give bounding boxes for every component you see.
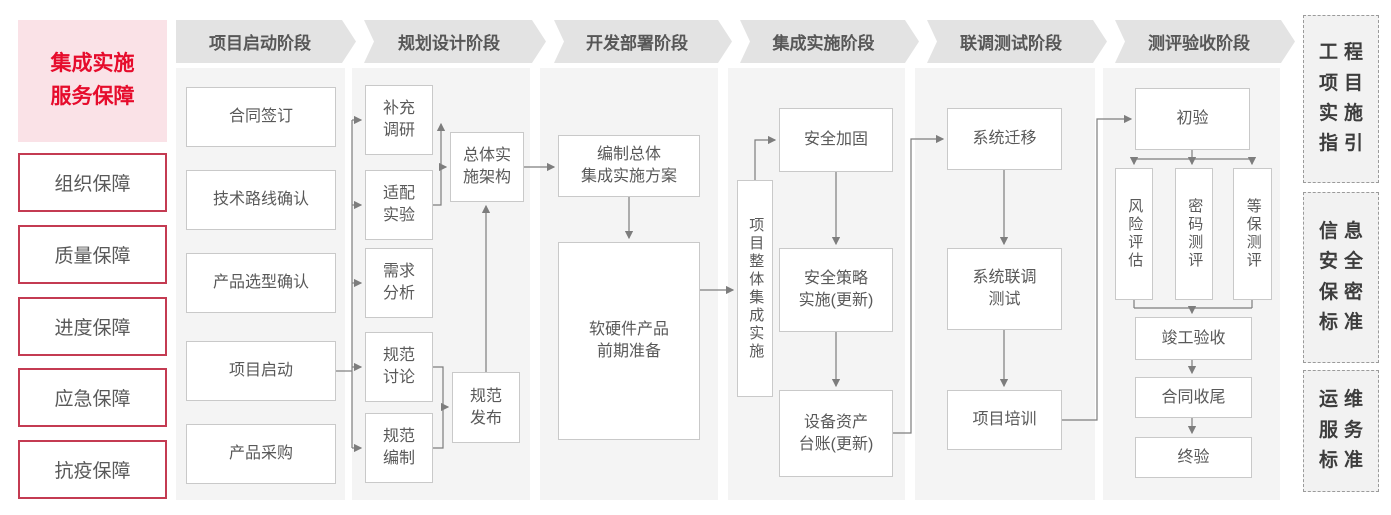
node-overall-arch: 总体实 施架构 (450, 132, 524, 202)
node-tech-route: 技术路线确认 (186, 170, 336, 230)
node-initial-accept: 初验 (1135, 88, 1250, 150)
node-project-kickoff: 项目启动 (186, 341, 336, 401)
phase-banner-integration: 集成实施阶段 (740, 20, 919, 63)
node-spec-publish: 规范 发布 (452, 372, 520, 443)
node-req-analysis: 需求 分析 (365, 248, 433, 318)
sidebar-item-organization: 组织保障 (18, 153, 167, 212)
node-sec-harden: 安全加固 (779, 108, 893, 172)
phase-banner-joint-test: 联调测试阶段 (927, 20, 1107, 63)
node-crypto-eval: 密码测评 (1175, 168, 1213, 300)
node-spec-discuss: 规范 讨论 (365, 332, 433, 402)
node-joint-test: 系统联调 测试 (947, 248, 1062, 330)
standard-ops-service: 运维 服务 标准 (1303, 370, 1379, 492)
node-completion-accept: 竣工验收 (1135, 317, 1252, 360)
node-hw-sw-prep: 软硬件产品 前期准备 (558, 242, 700, 440)
node-product-procure: 产品采购 (186, 424, 336, 484)
node-mlps-eval: 等保测评 (1233, 168, 1272, 300)
node-contract-close: 合同收尾 (1135, 377, 1252, 418)
phase-banner-planning-design: 规划设计阶段 (364, 20, 546, 63)
node-final-accept: 终验 (1135, 437, 1252, 478)
node-risk-assess: 风险评估 (1115, 168, 1153, 300)
standard-info-security: 信息 安全 保密 标准 (1303, 192, 1379, 363)
sidebar-title: 集成实施 服务保障 (18, 20, 167, 142)
node-sys-migration: 系统迁移 (947, 108, 1062, 170)
phase-banner-dev-deploy: 开发部署阶段 (554, 20, 732, 63)
node-spec-draft: 规范 编制 (365, 413, 433, 483)
phase-banner-project-start: 项目启动阶段 (176, 20, 356, 63)
node-product-select: 产品选型确认 (186, 253, 336, 313)
sidebar-item-schedule: 进度保障 (18, 297, 167, 356)
node-adapt-test: 适配 实验 (365, 170, 433, 240)
node-sec-policy: 安全策略 实施(更新) (779, 248, 893, 332)
sidebar-item-emergency: 应急保障 (18, 368, 167, 427)
standard-project-guide: 工程 项目 实施 指引 (1303, 15, 1379, 183)
node-training: 项目培训 (947, 390, 1062, 450)
node-overall-plan: 编制总体 集成实施方案 (558, 135, 700, 197)
phase-banner-eval-accept: 测评验收阶段 (1115, 20, 1295, 63)
sidebar-item-quality: 质量保障 (18, 225, 167, 284)
node-overall-impl: 项目整体集成实施 (737, 180, 773, 397)
sidebar-item-epidemic: 抗疫保障 (18, 440, 167, 499)
node-suppl-research: 补充 调研 (365, 85, 433, 155)
node-contract-sign: 合同签订 (186, 87, 336, 147)
node-asset-ledger: 设备资产 台账(更新) (779, 390, 893, 477)
